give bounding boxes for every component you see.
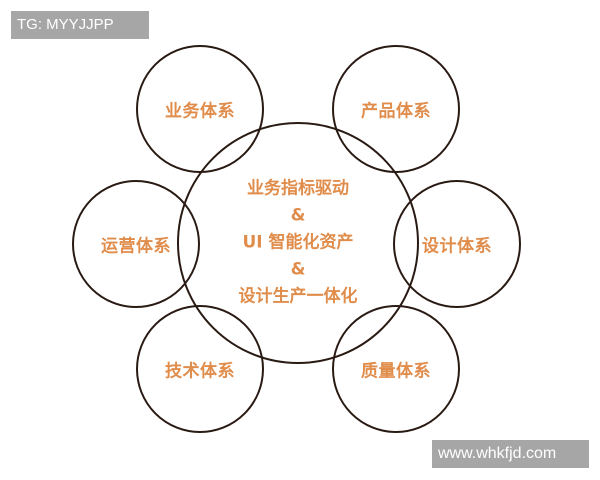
circle-operations: [72, 180, 200, 308]
circle-business: [136, 45, 264, 173]
center-label: 业务指标驱动 & UI 智能化资产 & 设计生产一体化: [239, 176, 358, 311]
center-line-2: &: [290, 205, 306, 226]
node-label-quality: 质量体系: [361, 361, 431, 382]
node-label-business: 业务体系: [165, 101, 235, 122]
node-label-product: 产品体系: [361, 101, 431, 122]
center-line-3: UI 智能化资产: [242, 232, 354, 253]
center-line-4: &: [290, 259, 306, 280]
circle-center: [177, 122, 419, 364]
circle-design: [393, 180, 521, 308]
circle-product: [332, 45, 460, 173]
node-label-technology: 技术体系: [165, 361, 235, 382]
circle-technology: [136, 305, 264, 433]
center-line-1: 业务指标驱动: [247, 178, 349, 199]
watermark-bottom-tag: www.whkfjd.com: [432, 440, 589, 468]
node-label-operations: 运营体系: [101, 236, 171, 257]
circle-quality: [332, 305, 460, 433]
node-label-design: 设计体系: [422, 236, 492, 257]
watermark-top-tag: TG: MYYJJPP: [11, 11, 149, 39]
center-line-5: 设计生产一体化: [238, 286, 358, 307]
